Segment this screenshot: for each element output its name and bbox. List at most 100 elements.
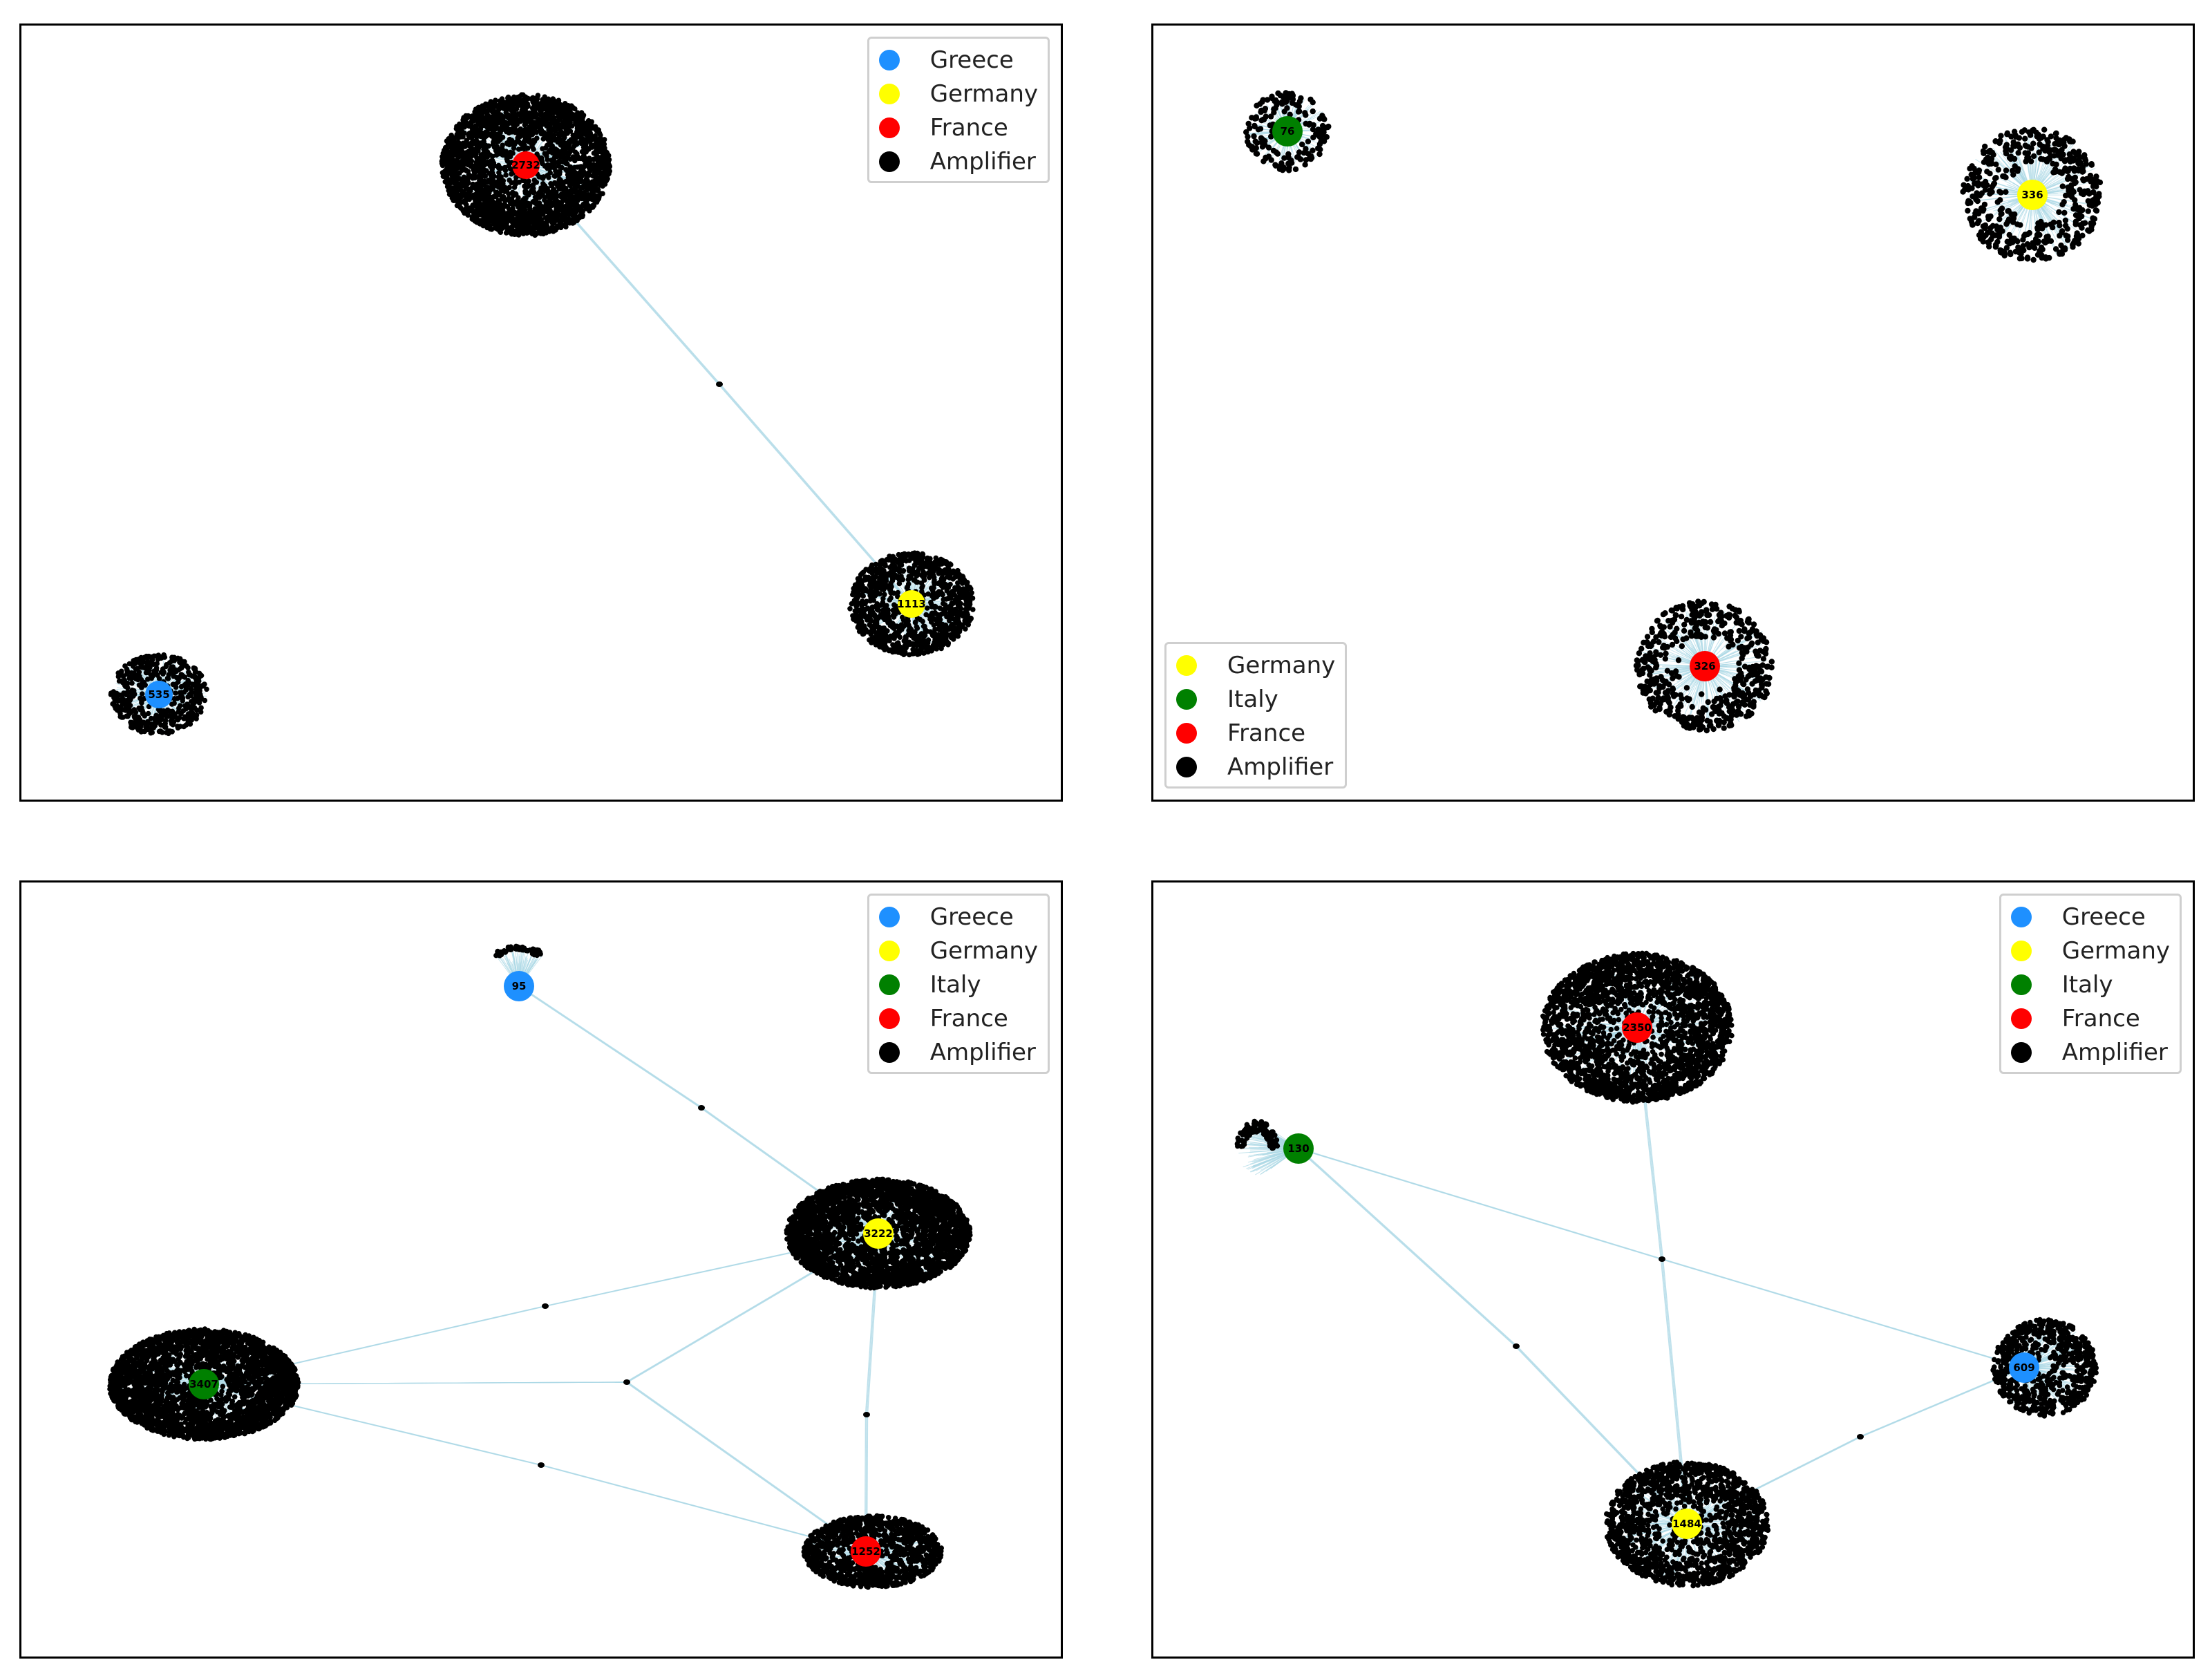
amplifier-node [912,629,918,634]
amplifier-node [574,122,580,128]
amplifier-node [927,616,933,622]
amplifier-node [461,121,466,126]
amplifier-node [538,185,544,191]
amplifier-node [458,187,464,193]
amplifier-node [898,574,904,579]
amplifier-node [927,556,933,562]
amplifier-node [548,125,554,131]
amplifier-node [120,679,126,686]
amplifier-node [562,151,567,156]
amplifier-node [869,604,876,610]
amplifier-node [491,140,496,145]
amplifier-node [888,581,894,586]
amplifier-node [131,674,137,679]
amplifier-node [495,184,501,189]
amplifier-node [471,167,476,173]
amplifier-node [534,231,540,236]
amplifier-node [454,131,460,138]
amplifier-node [896,569,903,575]
amplifier-node [523,115,529,121]
amplifier-node [490,198,495,204]
amplifier-node [129,661,135,667]
amplifier-node [489,205,495,211]
amplifier-node [551,110,557,115]
amplifier-node [461,115,466,120]
amplifier-node [449,190,455,196]
amplifier-node [562,186,568,192]
amplifier-node [146,666,151,672]
amplifier-node [175,695,180,701]
amplifier-node [876,637,881,643]
amplifier-node [176,709,182,715]
amplifier-node [562,217,568,223]
amplifier-node [114,703,120,709]
amplifier-node [521,227,527,232]
amplifier-node [536,200,542,206]
amplifier-node [573,196,579,202]
amplifier-node [186,670,191,675]
amplifier-node [546,216,552,221]
amplifier-node [567,156,573,162]
amplifier-node [484,180,489,185]
amplifier-node [509,126,516,132]
amplifier-node [962,587,967,592]
amplifier-node [862,577,868,583]
amplifier-node [542,223,548,229]
amplifier-node [547,97,554,104]
amplifier-node [538,216,545,223]
amplifier-node [511,121,518,127]
amplifier-node [961,577,966,583]
amplifier-node [533,212,540,218]
amplifier-node [550,120,556,126]
amplifier-node [531,108,538,115]
amplifier-node [126,711,132,717]
amplifier-node [530,182,536,188]
amplifier-node [121,707,126,712]
amplifier-node [580,182,587,189]
amplifier-node [867,578,873,584]
amplifier-node [540,191,545,198]
amplifier-node [193,697,198,703]
amplifier-node [876,566,882,572]
amplifier-node [882,632,887,638]
amplifier-node [860,593,866,599]
amplifier-node [467,135,473,140]
amplifier-node [542,151,548,156]
amplifier-node [115,698,121,704]
legend-entry-greece: Greece [878,43,1038,77]
amplifier-node [585,187,590,193]
amplifier-node [138,726,143,732]
amplifier-node [495,132,501,138]
amplifier-node [547,162,553,168]
amplifier-node [532,194,538,200]
amplifier-node [442,144,448,151]
amplifier-node [909,554,914,560]
amplifier-node [454,158,460,163]
amplifier-node [936,569,941,576]
amplifier-node [601,142,607,148]
amplifier-node [931,622,937,628]
amplifier-node [122,683,129,689]
amplifier-node [554,225,560,232]
amplifier-node [965,605,972,611]
amplifier-node [124,692,129,698]
amplifier-node [549,144,555,150]
legend-entry-amplifier: Amplifier [878,144,1038,178]
amplifier-node [445,153,451,158]
amplifier-node [179,690,185,695]
amplifier-node [909,572,915,578]
amplifier-node [503,230,509,236]
amplifier-node [153,653,160,659]
amplifier-node [531,147,536,152]
amplifier-node [923,644,929,650]
amplifier-node [478,116,484,122]
amplifier-node [170,681,176,688]
amplifier-node [932,605,938,610]
amplifier-node [589,189,595,194]
amplifier-node [556,160,562,166]
amplifier-node [929,648,934,654]
amplifier-node [932,564,938,570]
amplifier-node [117,714,123,719]
amplifier-node [882,592,887,598]
amplifier-node [513,139,519,145]
